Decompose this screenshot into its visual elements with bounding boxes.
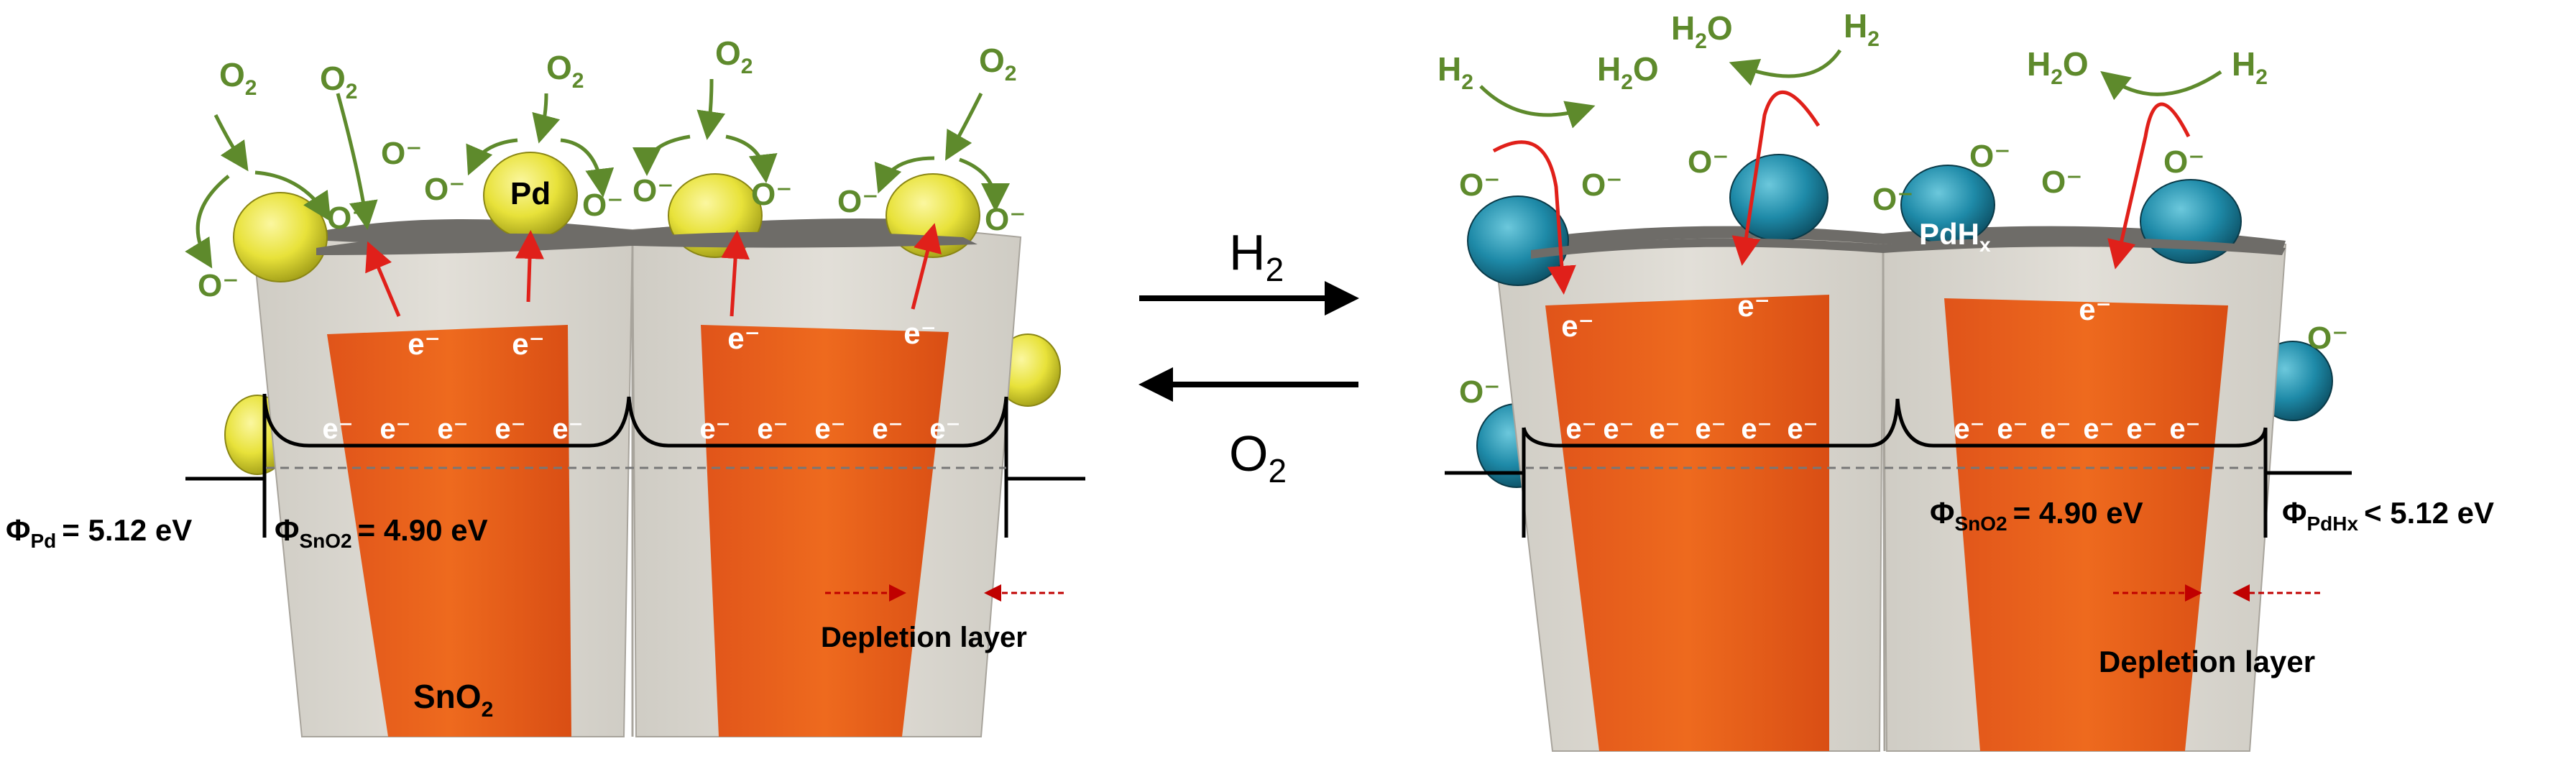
left-panel: Pd e⁻ e⁻ e⁻ e⁻ e⁻ e⁻ e⁻ e⁻ e⁻ e⁻ e⁻ e⁻ [6,34,1085,737]
right-panel: PdHx e⁻ e⁻ e⁻ e⁻ e⁻ e⁻ e⁻ e⁻ e⁻ e⁻ e⁻ e⁻… [1438,7,2494,752]
oxygen-arrows-left [185,78,1010,269]
adsorbed-oxygen: O⁻ [1459,374,1500,410]
electron: e⁻ [929,413,960,445]
electron: e⁻ [2040,413,2071,445]
adsorbed-oxygen: O⁻ [1581,167,1622,203]
electron: e⁻ [2083,413,2114,445]
adsorbed-oxygen: O⁻ [381,136,422,171]
h2o-molecule: H2O [2027,45,2089,89]
electron: e⁻ [2126,413,2157,445]
electron: e⁻ [1954,413,1984,445]
surface-layer-front [316,231,978,255]
reverse-gas-label: O2 [1229,425,1287,489]
forward-gas-label: H2 [1229,224,1284,288]
work-function-sno2-left: ΦSnO2= 4.90 eV [275,513,488,552]
grain-boundary [1882,247,1886,752]
electrons-band-right: e⁻ e⁻ e⁻ e⁻ e⁻ e⁻ e⁻ e⁻ e⁻ e⁻ e⁻ e⁻ [1565,413,2200,445]
electron: e⁻ [2079,293,2112,326]
adsorbed-oxygen-left: O⁻ O⁻ O⁻ O⁻ O⁻ O⁻ O⁻ O⁻ O⁻ [198,136,1026,303]
electron-return-arrows [1492,91,2191,295]
work-function-pd: ΦPd= 5.12 eV [6,513,192,552]
depletion-label-left: Depletion layer [821,622,1027,653]
adsorbed-oxygen: O⁻ [327,201,368,236]
electron: e⁻ [408,327,441,361]
adsorbed-oxygen: O⁻ [1872,182,1913,217]
o2-molecule: O2 [979,42,1016,86]
electrons-surface-right: e⁻ e⁻ e⁻ [1561,289,2112,343]
pdhx-label: PdHx [1919,217,1991,256]
electron: e⁻ [903,316,937,350]
electron: e⁻ [1737,289,1770,323]
electron: e⁻ [1997,413,2028,445]
adsorbed-oxygen: O⁻ [582,188,623,223]
electrons-band-left: e⁻ e⁻ e⁻ e⁻ e⁻ e⁻ e⁻ e⁻ e⁻ e⁻ [322,413,960,445]
adsorbed-oxygen: O⁻ [2307,321,2348,356]
hydrogen-arrows [1479,49,2222,129]
electron: e⁻ [437,413,468,445]
adsorbed-oxygen: O⁻ [198,268,239,303]
surface-layer-front [1531,237,2286,259]
h2o-labels: H2O H2O H2O [1597,9,2089,94]
depletion-label-right: Depletion layer [2099,645,2315,678]
work-function-sno2-right: ΦSnO2= 4.90 eV [1930,496,2143,535]
electron: e⁻ [814,413,845,445]
o2-molecule: O2 [219,56,257,100]
h2o-molecule: H2O [1597,50,1659,94]
electron: e⁻ [1565,413,1596,445]
adsorbed-oxygen: O⁻ [2041,165,2082,200]
sno2-core [1944,298,2228,751]
sno2-core [327,325,571,737]
electron: e⁻ [1741,413,1772,445]
h2o-molecule: H2O [1671,9,1733,53]
electron: e⁻ [1787,413,1818,445]
adsorbed-oxygen: O⁻ [424,172,465,207]
electron: e⁻ [1603,413,1634,445]
adsorbed-oxygen: O⁻ [1688,144,1729,180]
pdhx-particle [1729,154,1828,241]
h2-labels: H2 H2 H2 [1438,7,2268,94]
sno2-core [701,325,949,737]
band-diagram-right [1445,398,2352,538]
electron: e⁻ [494,413,525,445]
electron: e⁻ [1561,309,1594,343]
electron: e⁻ [2169,413,2200,445]
electrons-surface-left: e⁻ e⁻ e⁻ e⁻ [408,316,937,361]
electron: e⁻ [322,413,353,445]
electron: e⁻ [872,413,903,445]
adsorbed-oxygen: O⁻ [2163,144,2204,180]
o2-molecule: O2 [546,49,584,93]
electron: e⁻ [757,413,788,445]
electron: e⁻ [512,327,545,361]
adsorbed-oxygen: O⁻ [751,177,792,212]
adsorbed-oxygen: O⁻ [1969,139,2010,174]
adsorbed-oxygen-right: O⁻ O⁻ O⁻ O⁻ O⁻ O⁻ O⁻ O⁻ O⁻ [1459,139,2348,410]
reaction-arrows: H2 O2 [1138,224,1359,489]
sno2-core [1545,295,1829,751]
o2-molecule: O2 [320,60,357,103]
adsorbed-oxygen: O⁻ [837,184,878,219]
electron: e⁻ [727,321,760,355]
pd-particle [233,192,328,282]
adsorbed-oxygen: O⁻ [1459,167,1500,203]
work-function-pdhx: ΦPdHx< 5.12 eV [2282,496,2494,535]
h2-molecule: H2 [2232,45,2268,89]
electron: e⁻ [699,413,730,445]
surface-layer [1513,226,2286,253]
electron: e⁻ [1649,413,1680,445]
electron: e⁻ [1695,413,1726,445]
electron-transfer-arrows-left [365,223,942,317]
h2-molecule: H2 [1438,50,1473,94]
adsorbed-oxygen: O⁻ [632,173,673,208]
adsorbed-oxygen: O⁻ [985,202,1026,237]
pd-label: Pd [510,176,551,211]
o2-molecule: O2 [715,34,753,78]
material-label: SnO2 [413,678,493,722]
electron: e⁻ [552,413,583,445]
electron: e⁻ [380,413,410,445]
o2-labels-left: O2 O2 O2 O2 O2 [219,34,1016,103]
pdhx-particle [1467,195,1569,286]
h2-molecule: H2 [1844,7,1880,51]
